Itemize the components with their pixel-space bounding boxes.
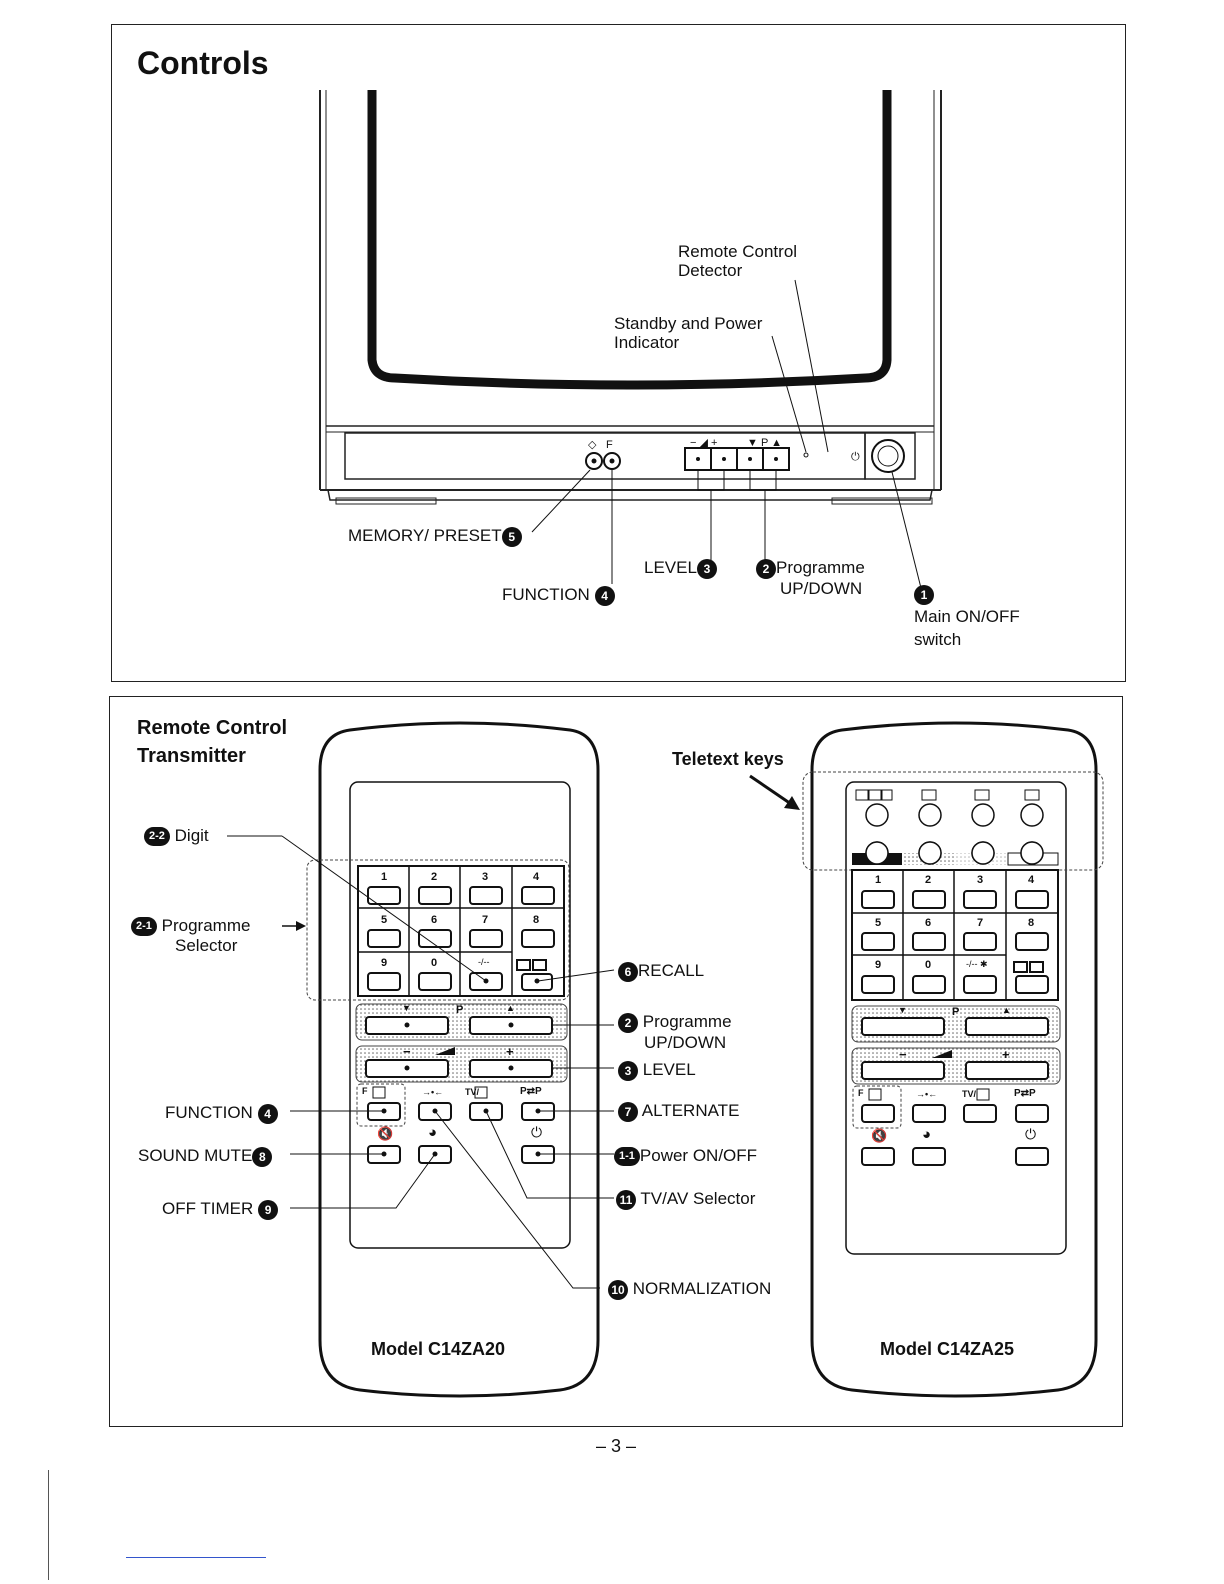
remote-b-key-plus: +: [1002, 1047, 1010, 1062]
remote-b-power-icon: ⏻: [1025, 1126, 1037, 1142]
model-b-label: Model C14ZA25: [880, 1339, 1015, 1359]
remote-a-key-alternate: P⇄P: [520, 1086, 542, 1097]
remote-a-key-dash: -/--: [478, 957, 490, 967]
off-timer-label: OFF TIMER 9: [162, 1199, 279, 1220]
remote-a-key-5: 5: [381, 914, 388, 926]
remote-a-key-6: 6: [431, 914, 438, 926]
remote-b-key-7: 7: [977, 917, 984, 929]
page-number: – 3 –: [596, 1436, 637, 1456]
remote-a-key-2: 2: [431, 871, 438, 883]
remote-a-key-p: P: [456, 1004, 464, 1016]
remote-a-key-8: 8: [533, 914, 540, 926]
remote-b-key-alternate: P⇄P: [1014, 1088, 1036, 1099]
memory-preset-num: 5: [501, 526, 522, 547]
recall-num: 6: [618, 961, 638, 982]
programme-updown-num: 2: [618, 1012, 638, 1033]
remote-function-num: 4: [257, 1103, 278, 1124]
remote-b-key-down: ▼: [898, 1005, 907, 1015]
remote-b-key-normalize: →•←: [916, 1089, 938, 1099]
remote-a-key-1: 1: [381, 871, 388, 883]
tvav-label: 11 TV/AV Selector: [616, 1189, 755, 1210]
tv-power-symbol: ⏻: [851, 451, 860, 463]
programme-selector-label: 2-1 Programme Selector: [131, 916, 250, 955]
main-switch-num: 1: [914, 584, 934, 605]
remote-b-timer-icon: ◕: [922, 1126, 932, 1143]
remote-b-key-8: 8: [1028, 917, 1035, 929]
remote-b-key-1: 1: [875, 874, 882, 886]
tv-function-symbol: F: [606, 439, 613, 451]
remote-b-key-dash: -/-- ✱: [966, 959, 988, 969]
function-num: 4: [594, 585, 615, 606]
remote-a-key-3: 3: [482, 871, 489, 883]
remote-b-key-9: 9: [875, 959, 882, 971]
remote-a-power-icon: ⏻: [531, 1124, 543, 1140]
scan-edge-mark: [48, 1470, 49, 1580]
remote-function-label: FUNCTION 4: [165, 1103, 278, 1124]
tv-memory-symbol: ◇: [588, 439, 597, 451]
tvav-num: 11: [616, 1189, 636, 1210]
function-label: FUNCTION 4: [502, 585, 615, 606]
footer-rule: [126, 1557, 266, 1558]
normalization-label: 10 NORMALIZATION: [608, 1279, 771, 1300]
remote-b-key-minus: −: [899, 1047, 907, 1062]
sound-mute-num: 8: [252, 1146, 273, 1167]
off-timer-num: 9: [258, 1199, 279, 1220]
normalization-num: 10: [608, 1279, 628, 1300]
remote-a-key-down: ▼: [402, 1003, 411, 1013]
alternate-label: 7 ALTERNATE: [618, 1101, 739, 1122]
teletext-keys-label: Teletext keys: [672, 749, 784, 769]
controls-title: Controls: [137, 45, 269, 81]
remote-a-key-function: F: [362, 1086, 368, 1096]
remote-b-key-p: P: [952, 1006, 960, 1018]
remote-b-key-2: 2: [925, 874, 932, 886]
remote-level-num: 3: [618, 1060, 638, 1081]
remote-a-key-4: 4: [533, 871, 540, 883]
remote-b-key-4: 4: [1028, 874, 1035, 886]
remote-a-key-tvav: TV/: [465, 1087, 480, 1097]
remote-b-mute-icon: 🔇: [871, 1128, 888, 1143]
remote-b-key-up: ▲: [1002, 1005, 1011, 1015]
level-num: 3: [696, 558, 717, 579]
remote-b-key-3: 3: [977, 874, 984, 886]
remote-a-key-0: 0: [431, 957, 438, 969]
controls-panel: Controls: [111, 24, 1126, 682]
remote-a-key-up: ▲: [506, 1003, 515, 1013]
alternate-num: 7: [618, 1101, 638, 1122]
remote-a-key-9: 9: [381, 957, 388, 969]
digit-num: 2-2: [144, 827, 170, 847]
model-a-label: Model C14ZA20: [371, 1339, 506, 1359]
tv-level-symbol: − ◢ +: [690, 437, 718, 449]
remote-b-key-6: 6: [925, 917, 932, 929]
digit-label: 2-2 Digit: [144, 826, 209, 847]
remote-a-mute-icon: 🔇: [377, 1126, 394, 1141]
remote-b-key-0: 0: [925, 959, 932, 971]
remote-b-key-function: F: [858, 1088, 864, 1098]
programme-selector-num: 2-1: [131, 917, 157, 937]
tv-prog-symbol: ▼ P ▲: [747, 437, 783, 449]
power-num: 1-1: [614, 1147, 640, 1167]
tv-front-illustration: [319, 90, 942, 589]
remote-a-key-normalize: →•←: [422, 1087, 444, 1097]
remote-level-label: 3 LEVEL: [618, 1060, 696, 1081]
remote-a-timer-icon: ◕: [428, 1124, 438, 1141]
remote-a-key-7: 7: [482, 914, 489, 926]
remote-a-key-plus: +: [506, 1044, 514, 1059]
programme-num: 2: [756, 558, 776, 579]
remote-b-key-tvav: TV/: [962, 1089, 977, 1099]
main-switch-label: 1 Main ON/OFF switch: [914, 582, 1020, 651]
remote-b-key-5: 5: [875, 917, 882, 929]
remote-a-key-minus: −: [403, 1044, 411, 1059]
programme-updown-label: 2 Programme UP/DOWN: [618, 1012, 732, 1052]
